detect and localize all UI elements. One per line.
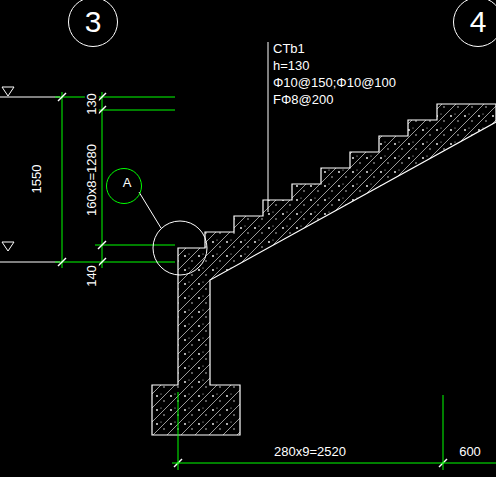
reinforcement-note: Φ10@150;Φ10@100: [272, 76, 397, 90]
reinforcement-note: h=130: [272, 59, 311, 73]
level-symbols: [0, 87, 60, 262]
axis-circle: A: [106, 168, 142, 204]
stair-outline: [152, 104, 496, 435]
detail-leader: [139, 192, 161, 228]
dimension-text: 600: [458, 445, 482, 459]
dimension-ticks: [58, 93, 447, 467]
dimension-text: 280x9=2520: [273, 445, 347, 459]
dimension-text: 160x8=1280: [85, 143, 99, 217]
axis-label: 3: [85, 7, 102, 37]
dimension-text: 130: [85, 92, 99, 116]
reinforcement-note: FΦ8@200: [272, 93, 334, 107]
detail-circle: [153, 221, 207, 275]
vertical-dimensions: [55, 92, 175, 268]
axis-circle: 4: [453, 0, 496, 47]
dimension-text: 1550: [30, 164, 44, 195]
axis-label: 4: [470, 7, 487, 37]
dimension-text: 140: [85, 264, 99, 288]
horizontal-dimension: [172, 392, 496, 470]
axis-label: A: [123, 176, 132, 189]
axis-circle: 3: [68, 0, 118, 47]
stair-section: [152, 104, 496, 435]
note-leader: [268, 42, 269, 212]
reinforcement-note: CTb1: [272, 42, 306, 56]
